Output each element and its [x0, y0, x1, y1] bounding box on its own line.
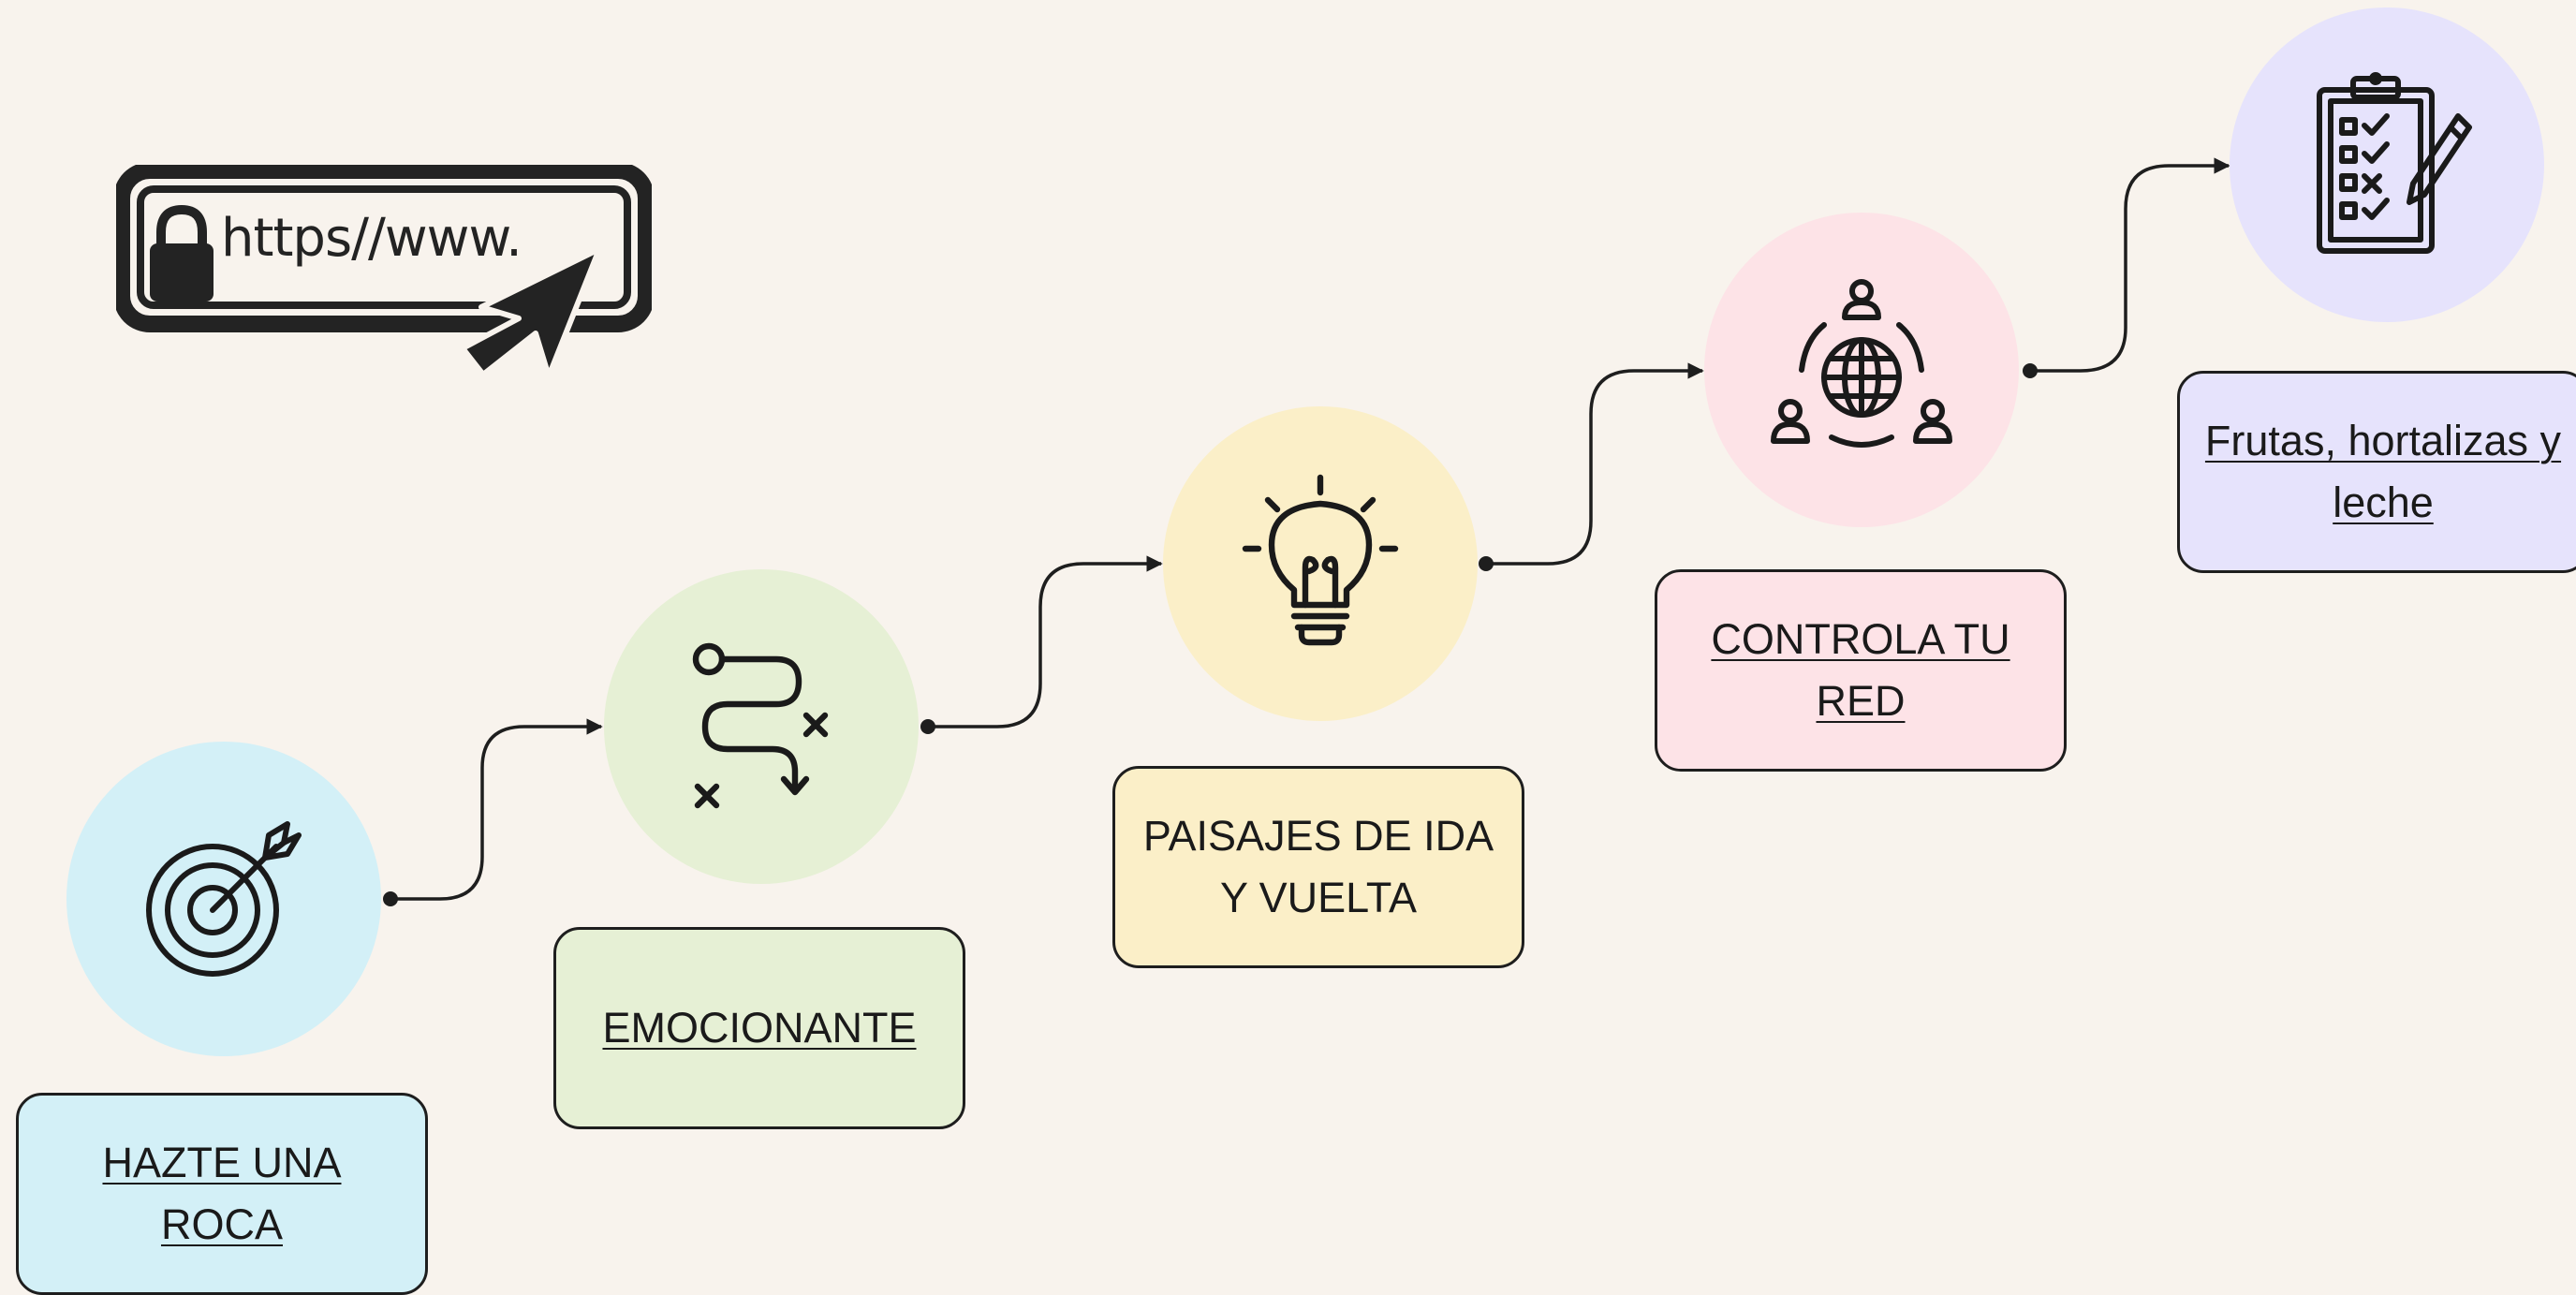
- step-circle-network: [1704, 213, 2019, 527]
- step-link-controla-tu-red[interactable]: CONTROLA TU RED: [1711, 615, 2010, 725]
- clipboard-checklist-icon: [2317, 72, 2472, 254]
- step-card-checklist: Frutas, hortalizas y leche: [2177, 371, 2576, 573]
- connector-4: [2030, 157, 2230, 373]
- step-circle-target: [66, 742, 381, 1056]
- url-bar-graphic: [113, 162, 655, 379]
- step-label-paisajes: PAISAJES DE IDA Y VUELTA: [1142, 812, 1494, 921]
- step-card-target: HAZTE UNA ROCA: [16, 1093, 428, 1295]
- route-icon: [692, 642, 829, 809]
- url-bar-badge: https//www.: [113, 162, 655, 380]
- step-circle-checklist: [2230, 7, 2544, 322]
- step-card-network: CONTROLA TU RED: [1655, 569, 2067, 772]
- target-icon: [146, 821, 302, 977]
- url-text: https//www.: [221, 208, 523, 269]
- step-link-frutas-hortalizas[interactable]: Frutas, hortalizas y leche: [2204, 417, 2562, 526]
- step-circle-idea: [1163, 406, 1478, 721]
- lightbulb-icon: [1242, 474, 1399, 646]
- network-icon: [1771, 279, 1952, 448]
- step-card-idea: PAISAJES DE IDA Y VUELTA: [1112, 766, 1524, 968]
- connector-1: [390, 718, 603, 901]
- step-link-emocionante[interactable]: EMOCIONANTE: [602, 1004, 917, 1052]
- step-link-hazte-una-roca[interactable]: HAZTE UNA ROCA: [102, 1139, 342, 1248]
- step-card-route: EMOCIONANTE: [553, 927, 965, 1129]
- lock-icon: [150, 204, 213, 302]
- step-circle-route: [604, 569, 919, 884]
- cursor-arrow-icon: [460, 246, 602, 379]
- connector-2: [928, 555, 1163, 728]
- connector-3: [1486, 362, 1704, 566]
